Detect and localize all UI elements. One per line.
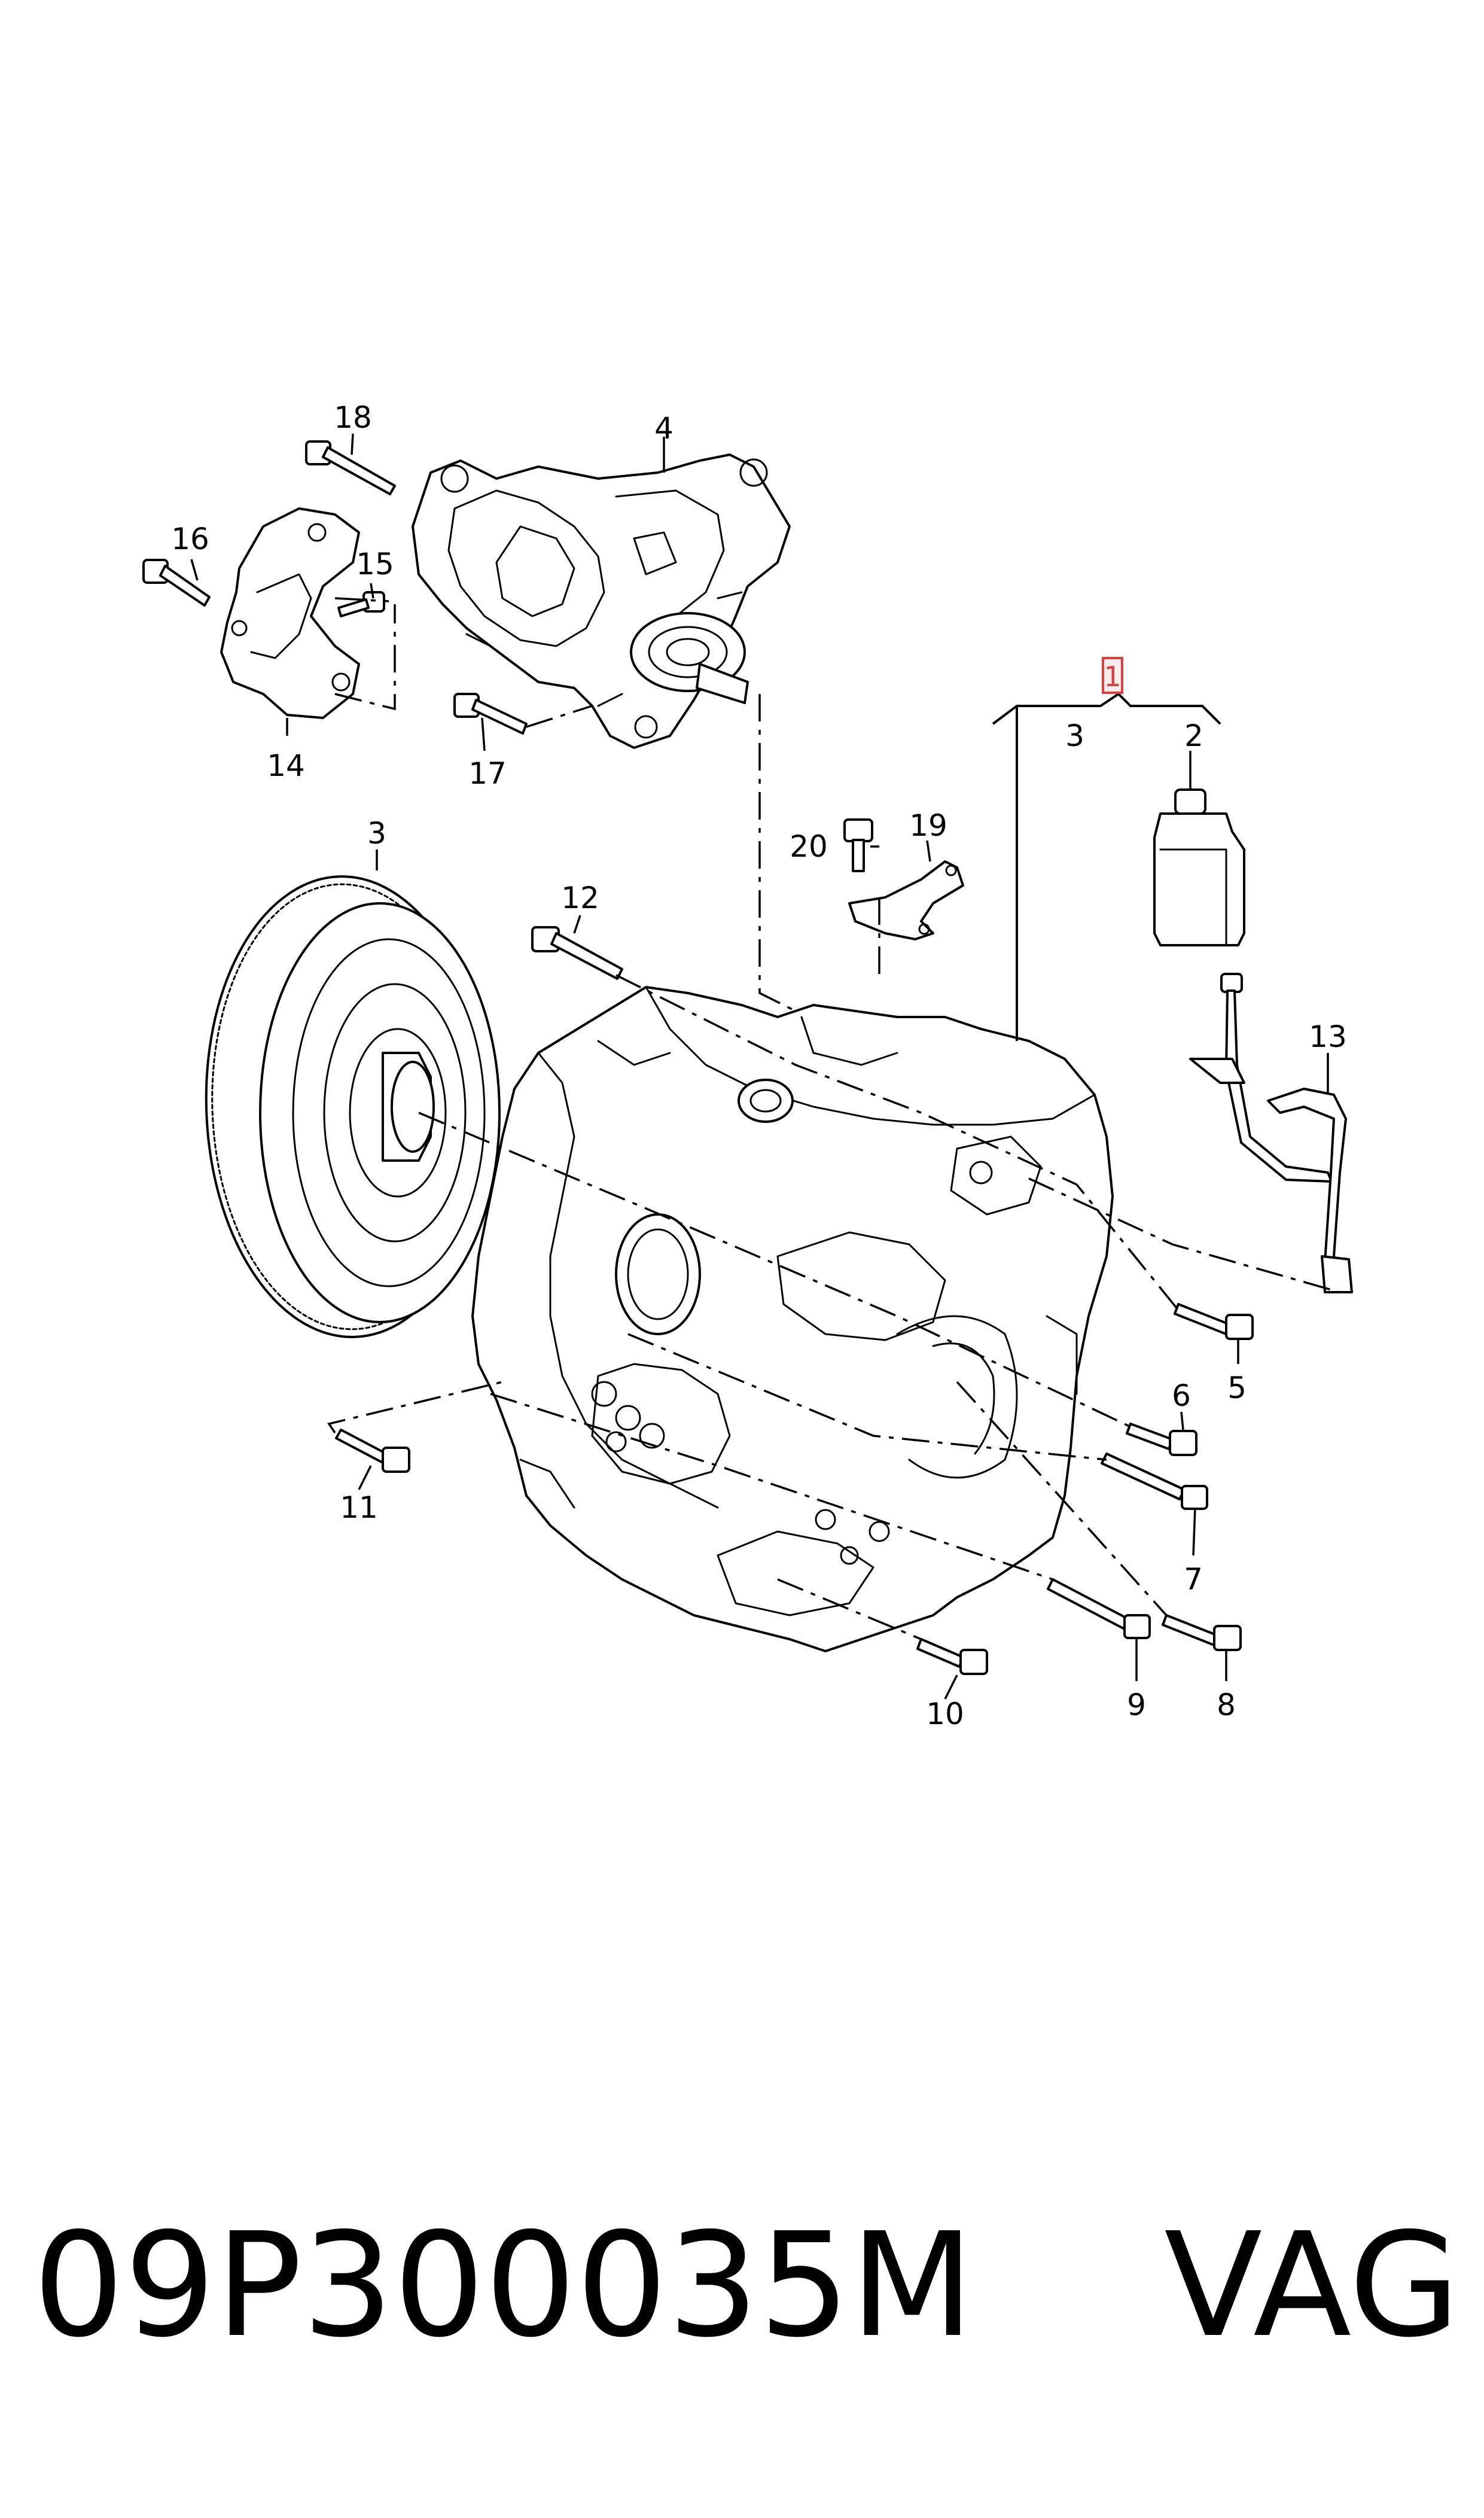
- callout-14-label: 14: [267, 748, 305, 783]
- bolt-18: [305, 440, 396, 495]
- hose-13-part: [1189, 973, 1353, 1293]
- bracket-19-part: [848, 860, 964, 940]
- bolt-20: [843, 818, 873, 872]
- bolt-17: [453, 693, 528, 735]
- stud-7: [1101, 1453, 1208, 1510]
- callout-15-label: 15: [356, 547, 394, 581]
- callout-18-label: 18: [334, 400, 372, 435]
- bolt-11: [335, 1429, 410, 1473]
- callout-9-label: 9: [1127, 1688, 1146, 1722]
- center-lines: [327, 597, 1340, 1640]
- oil-bottle-part: [1153, 788, 1245, 946]
- bolt-16: [142, 559, 211, 607]
- torque-converter-part: [205, 875, 501, 1338]
- bolt-8: [1162, 1614, 1242, 1651]
- transfer-case-part: [412, 453, 791, 749]
- callout-20-label: 20: [790, 829, 828, 864]
- part-number-caption: 09P300035M: [33, 2202, 974, 2369]
- bolt-10: [916, 1638, 988, 1675]
- bracket-part: [220, 507, 360, 719]
- callout-11-label: 11: [340, 1490, 378, 1525]
- callout-12-label: 12: [561, 881, 599, 915]
- callout-10-label: 10: [926, 1697, 964, 1731]
- callout-5-label: 5: [1227, 1371, 1247, 1405]
- callout-3-group-label: 3: [1065, 718, 1084, 753]
- brand-caption: VAG: [1164, 2202, 1460, 2369]
- callout-16-label: 16: [171, 522, 209, 556]
- callout-17-label: 17: [468, 756, 507, 791]
- callout-leaders: [190, 433, 1329, 1700]
- callout-7-label: 7: [1184, 1562, 1203, 1597]
- stud-9: [1047, 1578, 1151, 1639]
- bolt-6: [1126, 1423, 1197, 1456]
- bolt-12: [531, 926, 623, 980]
- callout-6-label: 6: [1172, 1378, 1191, 1413]
- bolt-5: [1174, 1303, 1254, 1340]
- callout-4-label: 4: [654, 411, 674, 446]
- callout-1-label: 1: [1104, 660, 1121, 693]
- callout-2-label: 2: [1184, 718, 1203, 753]
- callout-8-label: 8: [1217, 1688, 1236, 1722]
- callout-1-highlighted[interactable]: 1: [1102, 657, 1123, 694]
- callout-13-label: 13: [1309, 1019, 1347, 1054]
- callout-3-torque-converter-label: 3: [367, 816, 386, 851]
- callout-19-label: 19: [909, 808, 947, 843]
- bolt-15: [337, 591, 385, 617]
- gearbox-housing-part: [471, 986, 1114, 1652]
